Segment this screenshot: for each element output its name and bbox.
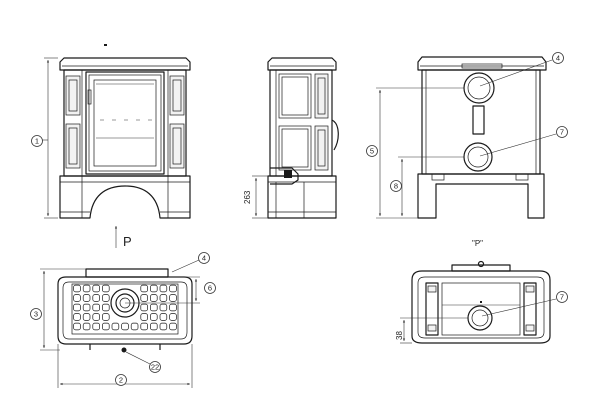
flue-top-leader: 4 xyxy=(479,52,564,87)
top-flue-leader: 4 xyxy=(171,252,210,273)
top-tile-grid xyxy=(73,284,177,331)
grid-tile xyxy=(140,303,148,312)
grid-tile xyxy=(159,313,168,321)
view-arrow-p: P xyxy=(114,226,132,249)
grid-tile xyxy=(140,284,148,293)
grid-tile xyxy=(82,303,91,312)
top-outlet-dimension: 6 xyxy=(125,276,216,304)
bottom-view: "P" xyxy=(411,239,551,344)
callout-foot-offset: 22 xyxy=(149,361,161,373)
grid-tile xyxy=(102,294,110,302)
callout-top-outlet: 6 xyxy=(204,282,216,294)
side-view xyxy=(267,57,339,219)
grid-tile xyxy=(92,313,100,321)
grid-tile xyxy=(92,322,100,331)
bottom-offset-value: 38 xyxy=(395,331,404,340)
grid-tile xyxy=(169,322,177,331)
grid-tile xyxy=(92,294,100,302)
grid-tile xyxy=(140,294,148,302)
grid-tile xyxy=(73,303,81,312)
depth-top-dimension: 2 xyxy=(57,344,193,388)
grid-tile xyxy=(102,313,110,321)
side-flue-height-value: 263 xyxy=(243,190,252,204)
callout-flue-height: 5 xyxy=(366,145,378,157)
callout-top-flue: 4 xyxy=(198,252,210,264)
callout-flue-height-label: 5 xyxy=(370,147,374,156)
callout-depth-top-label: 2 xyxy=(119,376,123,385)
callout-rear-outlet-height-label: 8 xyxy=(394,182,398,191)
callout-flue-top: 4 xyxy=(552,52,564,64)
grid-tile xyxy=(73,284,81,293)
depth-side-dimension: 3 xyxy=(30,268,86,351)
rear-outlet-height-dimension: 8 xyxy=(390,156,464,216)
grid-tile xyxy=(169,313,177,321)
grid-tile xyxy=(102,322,110,331)
bottom-outlet-leader: 7 xyxy=(481,291,568,317)
grid-tile xyxy=(73,322,81,331)
grid-tile xyxy=(130,322,139,331)
grid-tile xyxy=(159,303,168,312)
grid-tile xyxy=(82,313,91,321)
callout-top-outlet-label: 6 xyxy=(208,284,212,293)
callout-top-flue-label: 4 xyxy=(202,254,206,263)
view-arrow-label: P xyxy=(123,234,132,249)
callout-height-label: 1 xyxy=(35,137,39,146)
callout-rear-outlet-label: 7 xyxy=(560,128,564,137)
top-view xyxy=(57,268,193,353)
grid-tile xyxy=(73,313,81,321)
callout-height: 1 xyxy=(31,135,43,147)
grid-tile xyxy=(111,322,120,331)
grid-tile xyxy=(102,303,110,312)
grid-tile xyxy=(169,284,177,293)
rear-view xyxy=(417,56,547,219)
grid-tile xyxy=(150,284,158,293)
grid-tile xyxy=(159,294,168,302)
grid-tile xyxy=(169,303,177,312)
grid-tile xyxy=(159,284,168,293)
flue-height-dimension: 5 xyxy=(366,87,464,219)
bottom-offset-dimension: 38 xyxy=(395,317,468,344)
grid-tile xyxy=(159,322,168,331)
callout-depth-top: 2 xyxy=(115,374,127,386)
callout-depth-side-label: 3 xyxy=(34,310,38,319)
foot-offset-leader: 22 xyxy=(125,351,161,373)
callout-foot-offset-label: 22 xyxy=(151,363,159,372)
grid-tile xyxy=(92,284,100,293)
side-flue-height-dimension: 263 xyxy=(243,175,268,219)
grid-tile xyxy=(73,294,81,302)
grid-tile xyxy=(82,294,91,302)
grid-tile xyxy=(150,303,158,312)
grid-tile xyxy=(169,294,177,302)
callout-rear-outlet: 7 xyxy=(556,126,568,138)
rear-outlet-leader: 7 xyxy=(479,126,568,157)
height-dimension: 1 xyxy=(31,57,58,219)
callout-bottom-outlet: 7 xyxy=(556,291,568,303)
grid-tile xyxy=(102,284,110,293)
callout-depth-side: 3 xyxy=(30,308,42,320)
callout-flue-top-label: 4 xyxy=(556,54,560,63)
callout-bottom-outlet-label: 7 xyxy=(560,293,564,302)
view-p-label: "P" xyxy=(472,239,483,248)
grid-tile xyxy=(150,294,158,302)
grid-tile xyxy=(140,322,148,331)
grid-tile xyxy=(150,322,158,331)
callout-rear-outlet-height: 8 xyxy=(390,180,402,192)
grid-tile xyxy=(92,303,100,312)
grid-tile xyxy=(82,322,91,331)
grid-tile xyxy=(121,322,129,331)
front-view xyxy=(59,44,191,219)
grid-tile xyxy=(140,313,148,321)
grid-tile xyxy=(150,313,158,321)
grid-tile xyxy=(82,284,91,293)
